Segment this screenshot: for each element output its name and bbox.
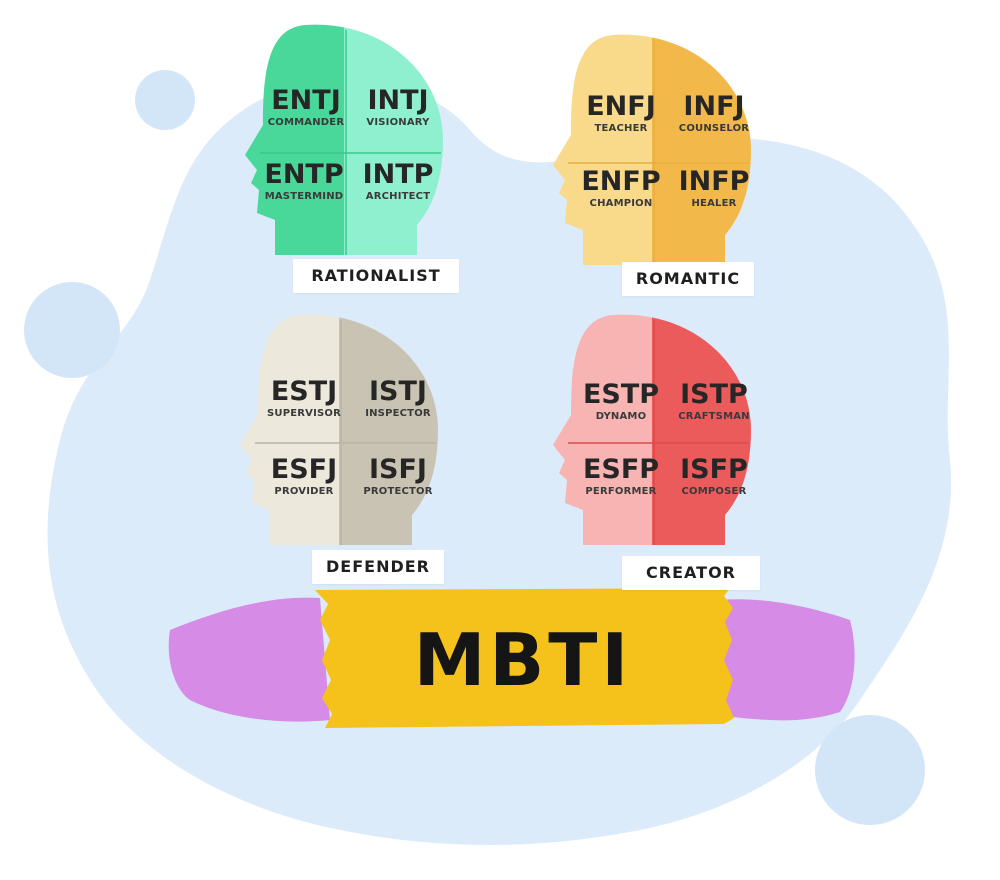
type-code: ISFP xyxy=(680,454,748,485)
blob-dot xyxy=(815,715,925,825)
banner-purple xyxy=(168,597,330,722)
banner-purple xyxy=(720,599,855,721)
type-cell: ISFP COMPOSER xyxy=(664,455,764,499)
caption-creator: CREATOR xyxy=(622,556,760,590)
type-cell: ISTJ INSPECTOR xyxy=(348,377,448,421)
type-cell: INFJ COUNSELOR xyxy=(664,92,764,136)
type-name: CHAMPION xyxy=(589,198,653,209)
type-name: CRAFTSMAN xyxy=(678,411,750,422)
type-name: PROVIDER xyxy=(274,486,334,497)
type-code: ESFP xyxy=(582,454,660,485)
type-cell: INTP ARCHITECT xyxy=(348,160,448,204)
type-cell: ESFJ PROVIDER xyxy=(254,455,354,499)
caption-rationalist: RATIONALIST xyxy=(293,259,459,293)
type-cell: INFP HEALER xyxy=(664,167,764,211)
type-cell: ESTP DYNAMO xyxy=(571,380,671,424)
type-code: ESFJ xyxy=(270,454,338,485)
type-name: PERFORMER xyxy=(585,486,657,497)
type-code: ENTJ xyxy=(271,85,341,116)
head-creator xyxy=(553,314,751,545)
type-code: ENFP xyxy=(581,166,661,197)
type-name: ARCHITECT xyxy=(365,191,431,202)
type-name: INSPECTOR xyxy=(365,408,431,419)
type-name: COUNSELOR xyxy=(678,123,750,134)
type-code: ENTP xyxy=(264,159,344,190)
type-code: ESTJ xyxy=(270,376,338,407)
caption-romantic: ROMANTIC xyxy=(622,262,754,296)
blob-dot xyxy=(135,70,195,130)
type-cell: ESTJ SUPERVISOR xyxy=(254,377,354,421)
type-name: DYNAMO xyxy=(595,411,647,422)
blob-dot xyxy=(24,282,120,378)
type-name: TEACHER xyxy=(594,123,648,134)
type-name: SUPERVISOR xyxy=(266,408,342,419)
type-code: ISTP xyxy=(680,379,748,410)
type-cell: ENFP CHAMPION xyxy=(571,167,671,211)
type-code: ESTP xyxy=(582,379,660,410)
head-defender xyxy=(240,314,438,545)
type-cell: ENTP MASTERMIND xyxy=(254,160,354,204)
type-cell: ISTP CRAFTSMAN xyxy=(664,380,764,424)
type-cell: ISFJ PROTECTOR xyxy=(348,455,448,499)
blob-shape xyxy=(47,79,952,845)
type-cell: ENTJ COMMANDER xyxy=(256,86,356,130)
type-code: ISFJ xyxy=(369,454,427,485)
caption-defender: DEFENDER xyxy=(312,550,444,584)
head-rationalist xyxy=(245,24,443,255)
type-code: ISTJ xyxy=(369,376,427,407)
type-cell: ESFP PERFORMER xyxy=(571,455,671,499)
type-cell: ENFJ TEACHER xyxy=(571,92,671,136)
type-name: VISIONARY xyxy=(366,117,430,128)
type-code: INFJ xyxy=(683,91,745,122)
type-name: PROTECTOR xyxy=(363,486,433,497)
type-code: INTJ xyxy=(367,85,429,116)
type-code: ENFJ xyxy=(586,91,656,122)
type-name: HEALER xyxy=(691,198,737,209)
type-code: INFP xyxy=(678,166,750,197)
type-name: MASTERMIND xyxy=(264,191,344,202)
type-name: COMMANDER xyxy=(267,117,345,128)
type-cell: INTJ VISIONARY xyxy=(348,86,448,130)
banner-yellow xyxy=(315,588,734,728)
type-code: INTP xyxy=(362,159,434,190)
type-name: COMPOSER xyxy=(681,486,747,497)
head-romantic xyxy=(553,34,751,266)
banner-title: MBTI xyxy=(413,618,633,702)
